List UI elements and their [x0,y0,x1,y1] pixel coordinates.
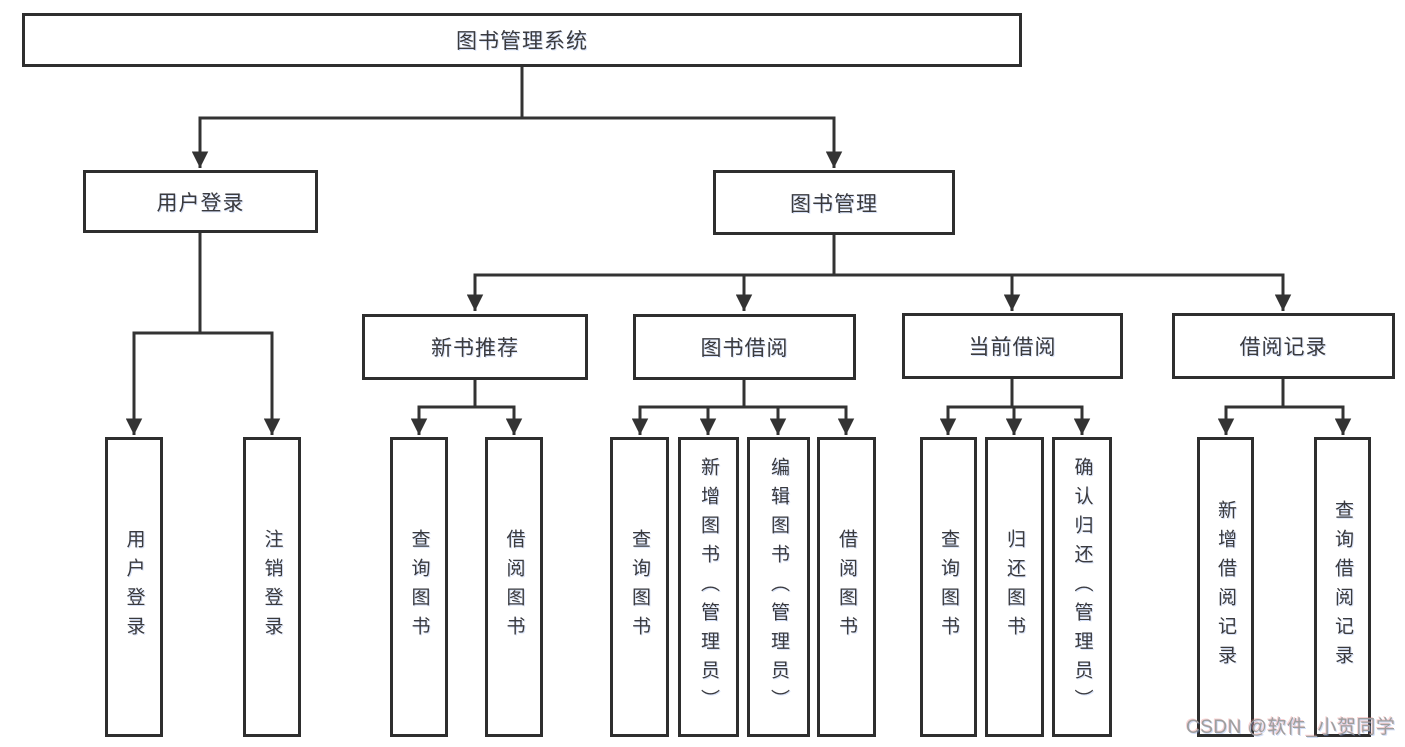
node-new-book-recommend-label: 新书推荐 [431,337,519,360]
leaf-add-books-admin: 新增图书（管理员） [678,437,739,737]
node-current-borrowing-label: 当前借阅 [968,336,1057,359]
leaf-logout: 注销登录 [243,437,301,737]
csdn-watermark: CSDN @软件_小贺同学 [1186,717,1396,738]
leaf-return-books: 归还图书 [985,437,1044,737]
leaf-query-books-borrowing: 查询图书 [610,437,669,737]
leaf-borrow-books-recommend-label: 借阅图书 [503,529,525,645]
leaf-query-borrow-record-label: 查询借阅记录 [1332,500,1353,674]
leaf-confirm-return-admin-label: 确认归还（管理员） [1071,456,1093,718]
leaf-edit-books-admin-label: 编辑图书（管理员） [768,456,789,718]
node-user-login: 用户登录 [83,170,318,233]
leaf-return-books-label: 归还图书 [1004,529,1025,645]
leaf-query-books-borrowing-label: 查询图书 [629,529,650,645]
leaf-edit-books-admin: 编辑图书（管理员） [747,437,810,737]
leaf-query-books-recommend-label: 查询图书 [408,529,430,645]
node-book-borrowing: 图书借阅 [633,314,856,380]
leaf-borrow-books: 借阅图书 [817,437,876,737]
leaf-user-login-label: 用户登录 [123,529,145,645]
node-book-management-label: 图书管理 [790,192,878,216]
leaf-query-books-recommend: 查询图书 [390,437,448,737]
leaf-add-borrow-record-label: 新增借阅记录 [1215,500,1236,674]
leaf-borrow-books-label: 借阅图书 [836,529,857,645]
node-borrow-records-label: 借阅记录 [1239,336,1328,359]
leaf-query-books-current: 查询图书 [920,437,977,737]
leaf-add-borrow-record: 新增借阅记录 [1197,437,1254,737]
node-current-borrowing: 当前借阅 [902,313,1123,379]
leaf-logout-label: 注销登录 [261,529,283,645]
node-library-system: 图书管理系统 [22,13,1022,67]
node-borrow-records: 借阅记录 [1172,313,1395,379]
node-new-book-recommend: 新书推荐 [362,314,588,380]
node-library-system-label: 图书管理系统 [456,30,588,53]
node-book-borrowing-label: 图书借阅 [700,337,789,360]
node-book-management: 图书管理 [713,170,955,235]
leaf-user-login: 用户登录 [105,437,163,737]
leaf-query-borrow-record: 查询借阅记录 [1314,437,1371,737]
leaf-query-books-current-label: 查询图书 [938,529,959,645]
leaf-borrow-books-recommend: 借阅图书 [485,437,543,737]
node-user-login-label: 用户登录 [156,191,245,215]
leaf-add-books-admin-label: 新增图书（管理员） [698,456,719,718]
leaf-confirm-return-admin: 确认归还（管理员） [1052,437,1112,737]
